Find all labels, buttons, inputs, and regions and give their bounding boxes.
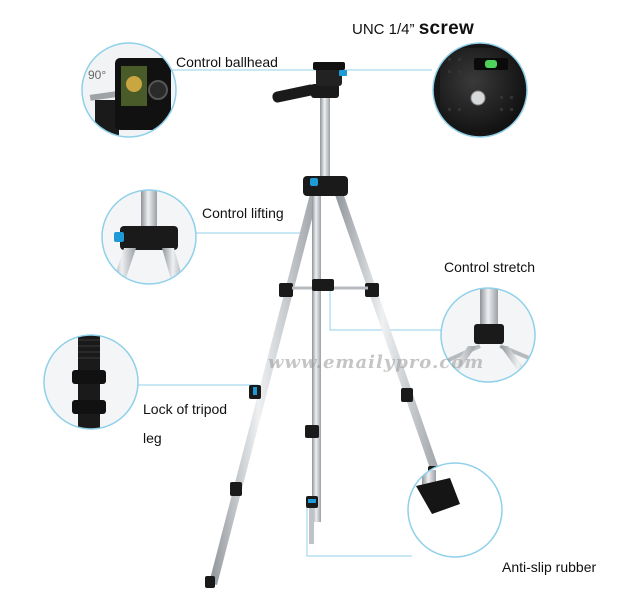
pan-head <box>272 62 347 103</box>
ballhead-label: Control ballhead <box>176 54 278 70</box>
ballhead-detail-circle <box>81 42 177 138</box>
leg-spreader <box>292 279 368 291</box>
screw-label: UNC 1/4” screw <box>352 18 475 39</box>
lifting-label: Control lifting <box>202 205 284 221</box>
screw-label-prefix: UNC 1/4” <box>352 21 415 38</box>
screw-label-word: screw <box>418 18 475 39</box>
center-column <box>303 96 348 196</box>
rubber-foot-detail-circle <box>407 462 503 558</box>
rotation-angle-label: 90° <box>88 68 107 82</box>
lifting-detail-circle <box>101 189 197 285</box>
stretch-detail-circle <box>440 287 536 383</box>
leg-lock-detail-circle <box>43 334 139 430</box>
stretch-label: Control stretch <box>444 259 536 275</box>
tripod-legs <box>205 190 442 588</box>
lock-label-line2: leg <box>143 430 162 446</box>
leader-lines <box>138 69 442 557</box>
watermark-text: www.emailypro.com <box>268 352 485 373</box>
screw-detail-circle <box>432 42 528 138</box>
tripod <box>205 62 442 588</box>
lock-label-line1: Lock of tripod <box>143 401 228 417</box>
rubber-label: Anti-slip rubber <box>502 559 597 575</box>
